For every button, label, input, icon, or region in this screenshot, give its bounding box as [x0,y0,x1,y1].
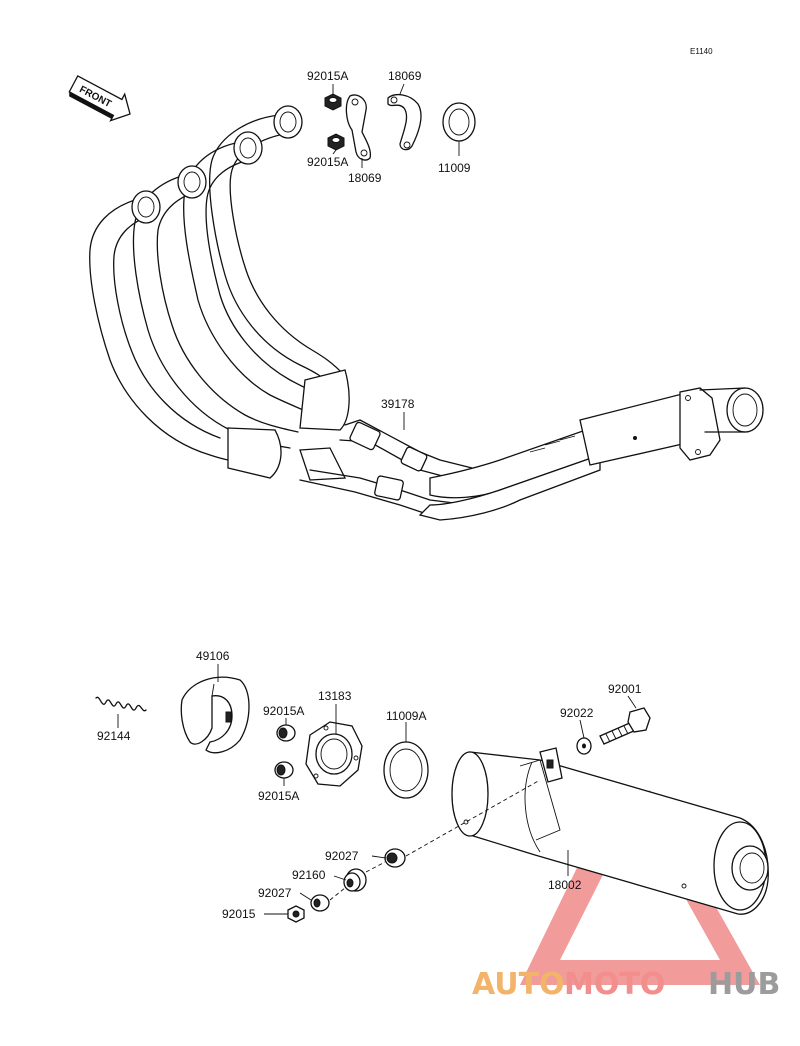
clamp-18069-left [345,94,372,161]
port-ring-3 [177,165,207,199]
watermark-moto: MOTO [564,967,665,1002]
bracket-49106 [180,676,250,754]
watermark-auto: AUTO [472,967,565,1002]
nut-92015a-upper [276,724,296,742]
washer-92022 [576,737,592,755]
label-92027-a: 92027 [325,849,359,863]
label-39178: 39178 [381,397,415,411]
grommet-92027-upper [384,848,406,868]
nut-92015a-lower [274,761,294,779]
label-11009: 11009 [438,161,471,175]
watermark-text: AUTO MOTO HUB [472,967,780,1002]
gasket-11009a [383,741,429,799]
label-92015a-b: 92015A [258,789,299,803]
label-18002: 18002 [548,878,582,892]
label-11009a: 11009A [386,709,426,723]
bushing-92160 [343,868,367,892]
spring-92144 [95,696,147,712]
flange-13183 [305,721,363,787]
label-13183: 13183 [318,689,352,703]
gasket-11009 [442,102,476,142]
label-92015a-top: 92015A [307,69,348,83]
label-18069-mid: 18069 [348,171,382,185]
grommet-92027-lower [310,894,330,912]
label-92144: 92144 [97,729,131,743]
port-ring-2 [233,131,263,165]
exhaust-header-pipes [89,105,764,521]
label-92015a-a: 92015A [263,704,304,718]
label-92160: 92160 [292,868,326,882]
label-18069-top: 18069 [388,69,422,83]
nut-92015a-top [324,93,342,111]
port-ring-1 [273,105,303,139]
label-92027-b: 92027 [258,886,292,900]
label-92015: 92015 [222,907,256,921]
label-92022: 92022 [560,706,594,720]
nut-92015 [287,905,305,923]
label-92001: 92001 [608,682,642,696]
muffler-18002 [451,747,769,915]
bolt-92001 [599,707,651,745]
outlet-pipe-end [726,387,764,433]
label-49106: 49106 [196,649,230,663]
clamp-18069-right [387,93,422,151]
diagram-code: E1140 [690,47,713,56]
front-arrow: FRONT [68,75,131,122]
label-92015a-mid: 92015A [307,155,348,169]
leader-lines [117,83,637,915]
port-ring-4 [131,190,161,224]
watermark-hub: HUB [708,967,780,1002]
nut-92015a-mid [327,133,345,151]
